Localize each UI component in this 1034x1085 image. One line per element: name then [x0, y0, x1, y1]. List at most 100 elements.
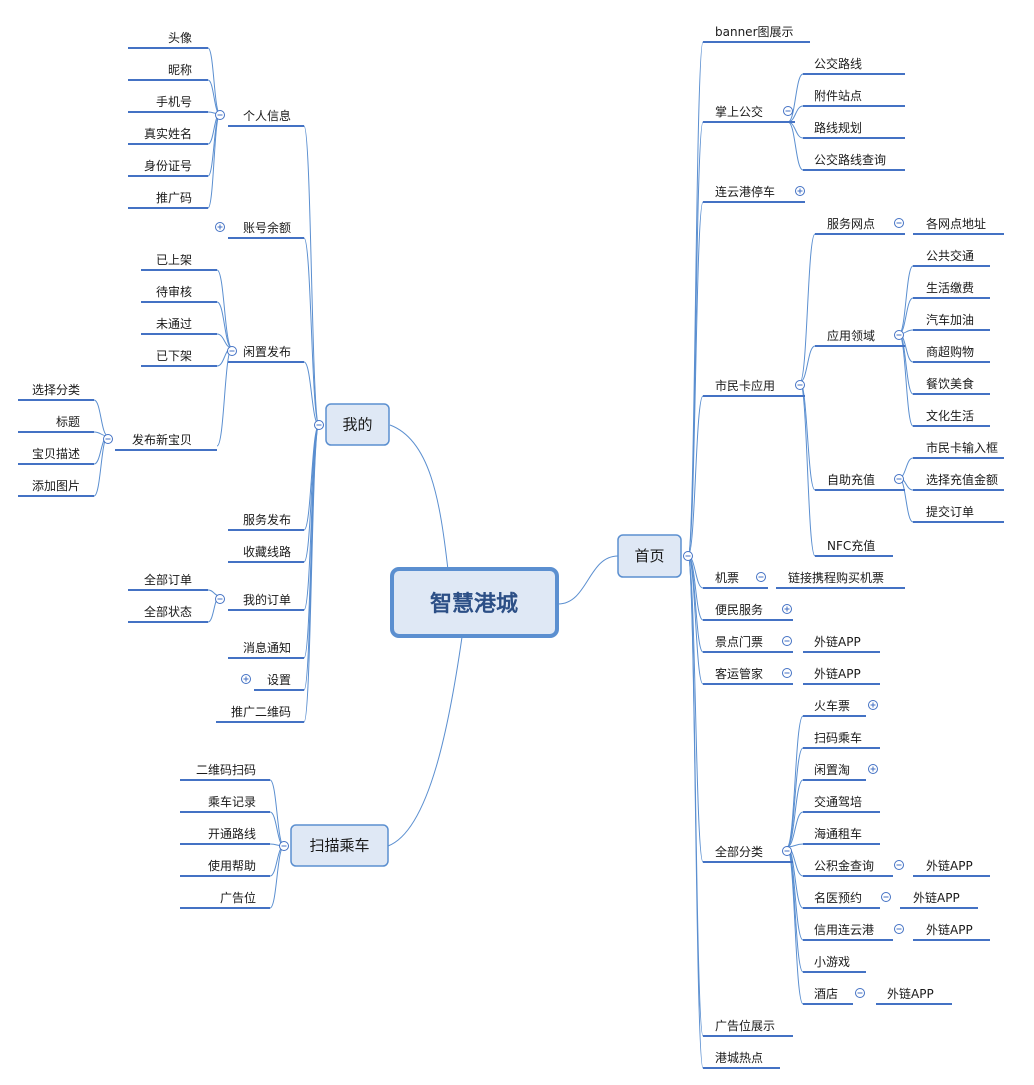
- node-label[interactable]: 消息通知: [243, 640, 291, 655]
- collapse-icon[interactable]: [783, 106, 793, 116]
- node-label[interactable]: 市民卡应用: [715, 378, 775, 393]
- collapse-icon[interactable]: [782, 636, 792, 646]
- node-label[interactable]: 应用领域: [827, 328, 875, 343]
- node-label[interactable]: 信用连云港: [814, 922, 874, 937]
- node-label[interactable]: 客运管家: [715, 666, 763, 681]
- node-label[interactable]: 外链APP: [926, 858, 973, 873]
- node-label[interactable]: 全部状态: [144, 604, 192, 619]
- node-label[interactable]: 公共交通: [926, 248, 974, 263]
- collapse-icon[interactable]: [855, 988, 865, 998]
- node-label[interactable]: 公交路线: [814, 56, 862, 71]
- node-label[interactable]: 港城热点: [715, 1051, 763, 1065]
- node-label[interactable]: 全部订单: [144, 572, 192, 587]
- node-label[interactable]: 名医预约: [814, 890, 862, 905]
- collapse-icon[interactable]: [894, 474, 904, 484]
- collapse-icon[interactable]: [227, 346, 237, 356]
- node-label[interactable]: 选择充值金额: [926, 472, 998, 487]
- node-label[interactable]: 掌上公交: [715, 104, 763, 119]
- node-label[interactable]: 乘车记录: [208, 794, 256, 809]
- node-label[interactable]: 真实姓名: [144, 126, 192, 141]
- node-label[interactable]: 头像: [168, 31, 192, 45]
- node-label[interactable]: 我的订单: [243, 592, 291, 607]
- collapse-icon[interactable]: [795, 380, 805, 390]
- node-label[interactable]: 机票: [715, 571, 739, 585]
- node-label[interactable]: 添加图片: [32, 479, 80, 493]
- expand-icon[interactable]: [215, 222, 225, 232]
- node-label[interactable]: 外链APP: [814, 634, 861, 649]
- node-label[interactable]: 收藏线路: [243, 544, 291, 559]
- node-label[interactable]: 闲置淘: [814, 763, 850, 777]
- node-label[interactable]: 广告位展示: [715, 1018, 775, 1033]
- node-label[interactable]: 便民服务: [715, 602, 763, 617]
- scan-node[interactable]: [290, 824, 389, 867]
- node-label[interactable]: 二维码扫码: [196, 763, 256, 777]
- expand-icon[interactable]: [782, 604, 792, 614]
- collapse-icon[interactable]: [894, 218, 904, 228]
- expand-icon[interactable]: [795, 186, 805, 196]
- node-label[interactable]: 公交路线查询: [814, 152, 886, 167]
- node-label[interactable]: 火车票: [814, 698, 850, 713]
- node-label[interactable]: 闲置发布: [243, 344, 291, 359]
- node-label[interactable]: 推广码: [156, 191, 192, 205]
- node-label[interactable]: 宝贝描述: [32, 447, 80, 461]
- node-label[interactable]: 身份证号: [144, 158, 192, 173]
- node-label[interactable]: 交通驾培: [814, 794, 862, 809]
- collapse-icon[interactable]: [894, 860, 904, 870]
- collapse-icon[interactable]: [782, 846, 792, 856]
- node-label[interactable]: 外链APP: [814, 666, 861, 681]
- node-label[interactable]: 选择分类: [32, 383, 80, 397]
- collapse-icon[interactable]: [894, 924, 904, 934]
- collapse-icon[interactable]: [683, 551, 693, 561]
- node-label[interactable]: 路线规划: [814, 120, 862, 135]
- node-label[interactable]: 个人信息: [243, 108, 291, 123]
- node-label[interactable]: 全部分类: [715, 844, 763, 859]
- node-label[interactable]: 景点门票: [715, 634, 763, 649]
- collapse-icon[interactable]: [314, 420, 324, 430]
- node-label[interactable]: 外链APP: [913, 890, 960, 905]
- node-label[interactable]: 标题: [56, 415, 80, 429]
- mine-node[interactable]: [325, 403, 390, 446]
- collapse-icon[interactable]: [782, 668, 792, 678]
- node-label[interactable]: 扫码乘车: [814, 730, 862, 745]
- node-label[interactable]: 海通租车: [814, 826, 862, 841]
- node-label[interactable]: 已下架: [156, 349, 192, 363]
- node-label[interactable]: 自助充值: [827, 472, 875, 487]
- node-label[interactable]: 广告位: [220, 890, 256, 905]
- node-label[interactable]: 餐饮美食: [926, 376, 974, 391]
- node-label[interactable]: 外链APP: [887, 986, 934, 1001]
- node-label[interactable]: 手机号: [156, 95, 192, 109]
- node-label[interactable]: 未通过: [156, 317, 192, 331]
- node-label[interactable]: 商超购物: [926, 344, 974, 359]
- node-label[interactable]: 各网点地址: [926, 216, 986, 231]
- node-label[interactable]: 链接携程购买机票: [788, 570, 884, 585]
- home-node[interactable]: [617, 534, 682, 578]
- node-label[interactable]: 汽车加油: [926, 312, 974, 327]
- collapse-icon[interactable]: [103, 434, 113, 444]
- expand-icon[interactable]: [868, 700, 878, 710]
- node-label[interactable]: 公积金查询: [814, 858, 874, 873]
- node-label[interactable]: 昵称: [168, 63, 192, 77]
- node-label[interactable]: 待审核: [156, 284, 192, 299]
- node-label[interactable]: 账号余额: [243, 220, 291, 235]
- node-label[interactable]: 外链APP: [926, 922, 973, 937]
- node-label[interactable]: 开通路线: [208, 826, 256, 841]
- collapse-icon[interactable]: [881, 892, 891, 902]
- node-label[interactable]: 使用帮助: [208, 858, 256, 873]
- node-label[interactable]: 提交订单: [926, 504, 974, 519]
- collapse-icon[interactable]: [215, 110, 225, 120]
- node-label[interactable]: 服务网点: [827, 216, 875, 231]
- expand-icon[interactable]: [241, 674, 251, 684]
- node-label[interactable]: NFC充值: [827, 538, 875, 553]
- node-label[interactable]: 附件站点: [814, 89, 862, 103]
- collapse-icon[interactable]: [279, 841, 289, 851]
- node-label[interactable]: 设置: [267, 673, 291, 687]
- node-label[interactable]: 生活缴费: [926, 280, 974, 295]
- collapse-icon[interactable]: [215, 594, 225, 604]
- node-label[interactable]: 市民卡输入框: [926, 440, 998, 455]
- expand-icon[interactable]: [868, 764, 878, 774]
- node-label[interactable]: banner图展示: [715, 25, 794, 39]
- node-label[interactable]: 服务发布: [243, 512, 291, 527]
- node-label[interactable]: 小游戏: [814, 955, 850, 969]
- collapse-icon[interactable]: [894, 330, 904, 340]
- node-label[interactable]: 已上架: [156, 253, 192, 267]
